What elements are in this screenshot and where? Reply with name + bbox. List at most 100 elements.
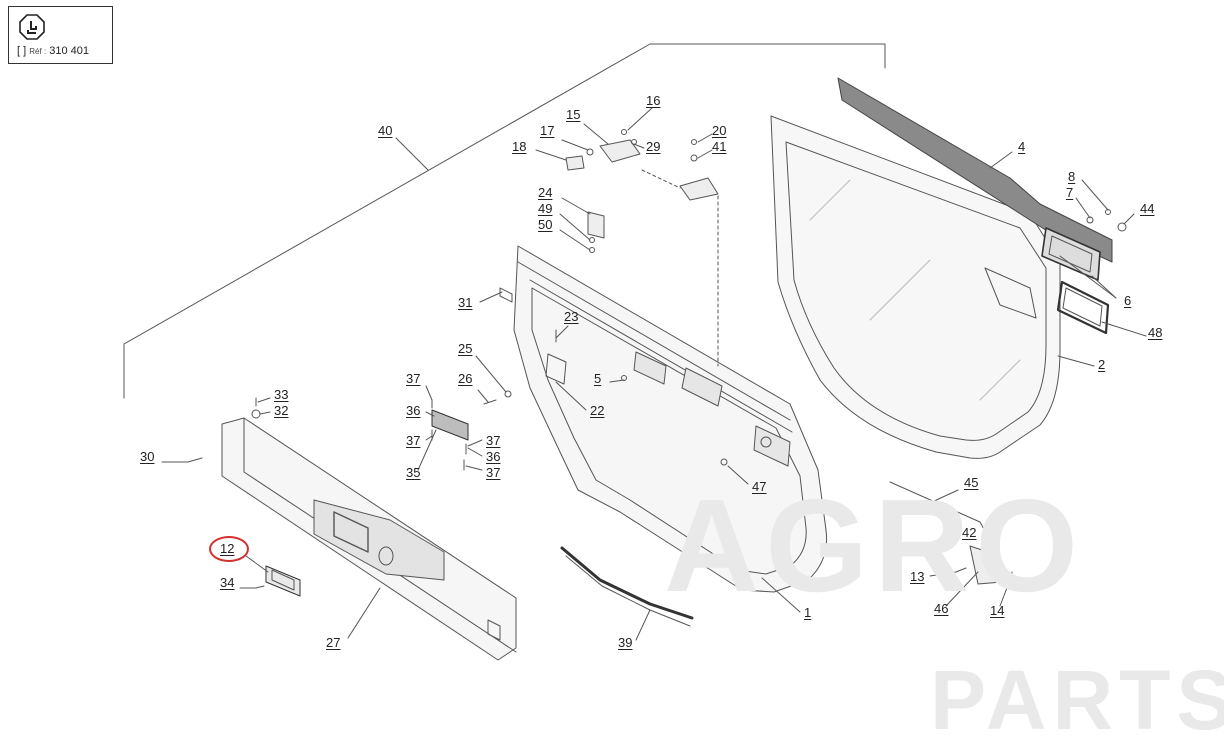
callout-37d[interactable]: 37 <box>486 465 501 480</box>
frame-hole <box>760 436 772 448</box>
callout-1[interactable]: 1 <box>804 605 812 620</box>
lock-rod-45 <box>889 481 991 541</box>
callout-12[interactable]: 12 <box>220 541 235 556</box>
watermark-top: AGRO <box>664 472 1084 619</box>
leader-27 <box>347 587 381 639</box>
callout-6[interactable]: 6 <box>1124 293 1132 308</box>
leader-22 <box>555 381 587 411</box>
door-frame-top-beam <box>517 261 791 421</box>
callout-27[interactable]: 27 <box>326 635 341 650</box>
callout-31[interactable]: 31 <box>458 295 473 310</box>
washer-32 <box>251 409 261 419</box>
leader-20 <box>697 133 713 143</box>
callout-25[interactable]: 25 <box>458 341 473 356</box>
callout-24[interactable]: 24 <box>538 185 553 200</box>
callout-48[interactable]: 48 <box>1148 325 1163 340</box>
callout-29[interactable]: 29 <box>646 139 661 154</box>
frame-latch-block <box>681 367 723 407</box>
leader-15 <box>583 123 609 145</box>
knob-18 <box>565 155 585 171</box>
gasket-48-inner <box>1062 287 1103 327</box>
washer-25 <box>504 390 512 398</box>
callout-13[interactable]: 13 <box>910 569 925 584</box>
leader-46 <box>945 571 979 607</box>
leader-26 <box>477 389 489 403</box>
callout-22[interactable]: 22 <box>590 403 605 418</box>
clip-44 <box>1117 222 1127 232</box>
callout-26[interactable]: 26 <box>458 371 473 386</box>
trim-panel-handle-recess <box>313 499 445 581</box>
leader-25 <box>475 355 507 393</box>
leader-39 <box>635 609 651 641</box>
callout-32[interactable]: 32 <box>274 403 289 418</box>
callout-40[interactable]: 40 <box>378 123 393 138</box>
callout-47[interactable]: 47 <box>752 479 767 494</box>
callout-37a[interactable]: 37 <box>406 371 421 386</box>
leader-6 <box>1091 275 1117 299</box>
frame-hinge-plate <box>753 425 791 467</box>
lock-body-46 <box>969 545 1003 585</box>
callout-18[interactable]: 18 <box>512 139 527 154</box>
callout-14[interactable]: 14 <box>990 603 1005 618</box>
striker-block <box>679 177 719 201</box>
callout-41[interactable]: 41 <box>712 139 727 154</box>
callout-37c[interactable]: 37 <box>486 433 501 448</box>
callout-30[interactable]: 30 <box>140 449 155 464</box>
callout-2[interactable]: 2 <box>1098 357 1106 372</box>
glass-reflection <box>809 179 851 221</box>
callout-36a[interactable]: 36 <box>406 403 421 418</box>
leader-31 <box>479 291 503 303</box>
callout-4[interactable]: 4 <box>1018 139 1026 154</box>
leader-6b <box>1059 255 1117 299</box>
glass-reflection <box>869 259 931 321</box>
leader-8 <box>1081 179 1109 211</box>
leader-18 <box>535 149 567 161</box>
hinge-clip-31 <box>499 287 513 303</box>
callout-34[interactable]: 34 <box>220 575 235 590</box>
bolt-26 <box>483 399 497 405</box>
assembly-outline-40 <box>123 43 886 399</box>
frame-lock-plate <box>633 351 667 385</box>
callout-15[interactable]: 15 <box>566 107 581 122</box>
leader-35 <box>417 429 437 471</box>
highlight-ring-12 <box>209 536 249 562</box>
reference-label: Réf : <box>29 47 47 56</box>
door-frame-inner <box>531 287 807 575</box>
latch-bracket-15 <box>599 139 641 163</box>
callout-35[interactable]: 35 <box>406 465 421 480</box>
weather-strip-39-inner <box>565 555 691 627</box>
reference-line: [ ] Réf : 310 401 <box>17 45 89 57</box>
screw-34 <box>255 585 265 589</box>
callout-49[interactable]: 49 <box>538 201 553 216</box>
callout-36b[interactable]: 36 <box>486 449 501 464</box>
callout-39[interactable]: 39 <box>618 635 633 650</box>
leader-50 <box>559 229 591 251</box>
leader-44 <box>1123 213 1135 225</box>
screw-30 <box>187 457 203 463</box>
callout-17[interactable]: 17 <box>540 123 555 138</box>
callout-42[interactable]: 42 <box>962 525 977 540</box>
leader-14 <box>999 579 1011 607</box>
callout-8[interactable]: 8 <box>1068 169 1076 184</box>
callout-44[interactable]: 44 <box>1140 201 1155 216</box>
callout-16[interactable]: 16 <box>646 93 661 108</box>
trim-panel-round-hole <box>378 546 394 566</box>
leader-49 <box>559 213 591 241</box>
callout-37b[interactable]: 37 <box>406 433 421 448</box>
callout-46[interactable]: 46 <box>934 601 949 616</box>
callout-7[interactable]: 7 <box>1066 185 1074 200</box>
callout-23[interactable]: 23 <box>564 309 579 324</box>
leader-5 <box>609 379 625 383</box>
leader-4 <box>989 151 1013 169</box>
callout-50[interactable]: 50 <box>538 217 553 232</box>
callout-33[interactable]: 33 <box>274 387 289 402</box>
callout-45[interactable]: 45 <box>964 475 979 490</box>
callout-5[interactable]: 5 <box>594 371 602 386</box>
alignment-line <box>641 169 681 189</box>
leader-17 <box>561 139 589 151</box>
leader-29 <box>633 143 645 149</box>
callout-20[interactable]: 20 <box>712 123 727 138</box>
leader-37a <box>425 385 433 401</box>
spring-plate-35 <box>431 409 469 441</box>
